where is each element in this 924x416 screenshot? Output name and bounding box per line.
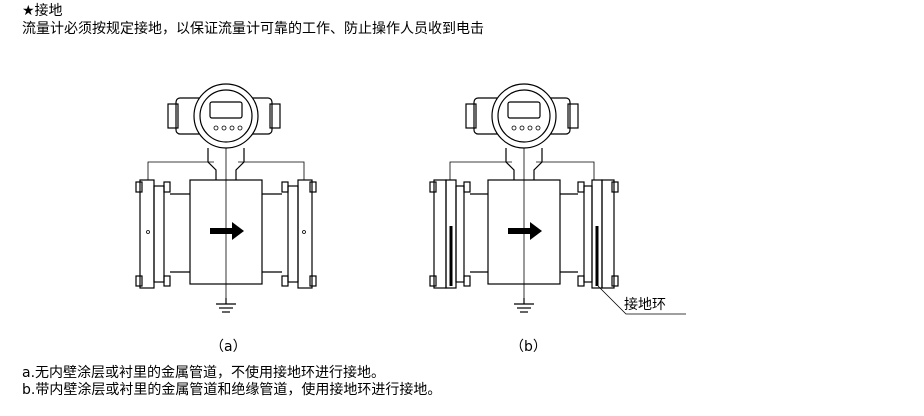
- note-b: b.带内壁涂层或衬里的金属管道和绝缘管道，使用接地环进行接地。: [22, 382, 442, 398]
- figure-caption-a: （a）: [210, 339, 247, 355]
- flow-arrow-icon: [508, 222, 542, 240]
- section-intro: 流量计必须按规定接地，以保证流量计可靠的工作、防止操作人员收到电击: [22, 21, 484, 37]
- grounding-ring-label: 接地环: [624, 297, 666, 313]
- flowmeter-diagram-a: [135, 83, 317, 313]
- right-flange: [281, 179, 317, 289]
- ring-leader-line: [597, 285, 686, 315]
- transmitter-head: [465, 83, 579, 149]
- right-flange: [577, 179, 619, 289]
- figure-caption-b: （b）: [510, 339, 547, 355]
- flow-arrow-icon: [210, 222, 244, 240]
- transmitter-head: [167, 83, 281, 149]
- note-a: a.无内壁涂层或衬里的金属管道，不使用接地环进行接地。: [22, 365, 386, 381]
- left-flange: [429, 179, 471, 289]
- flowmeter-diagram-b: [429, 83, 686, 315]
- section-title: ★接地: [22, 3, 63, 19]
- left-flange: [135, 179, 171, 289]
- ground-symbol-icon: [514, 298, 534, 313]
- ground-symbol-icon: [216, 298, 236, 313]
